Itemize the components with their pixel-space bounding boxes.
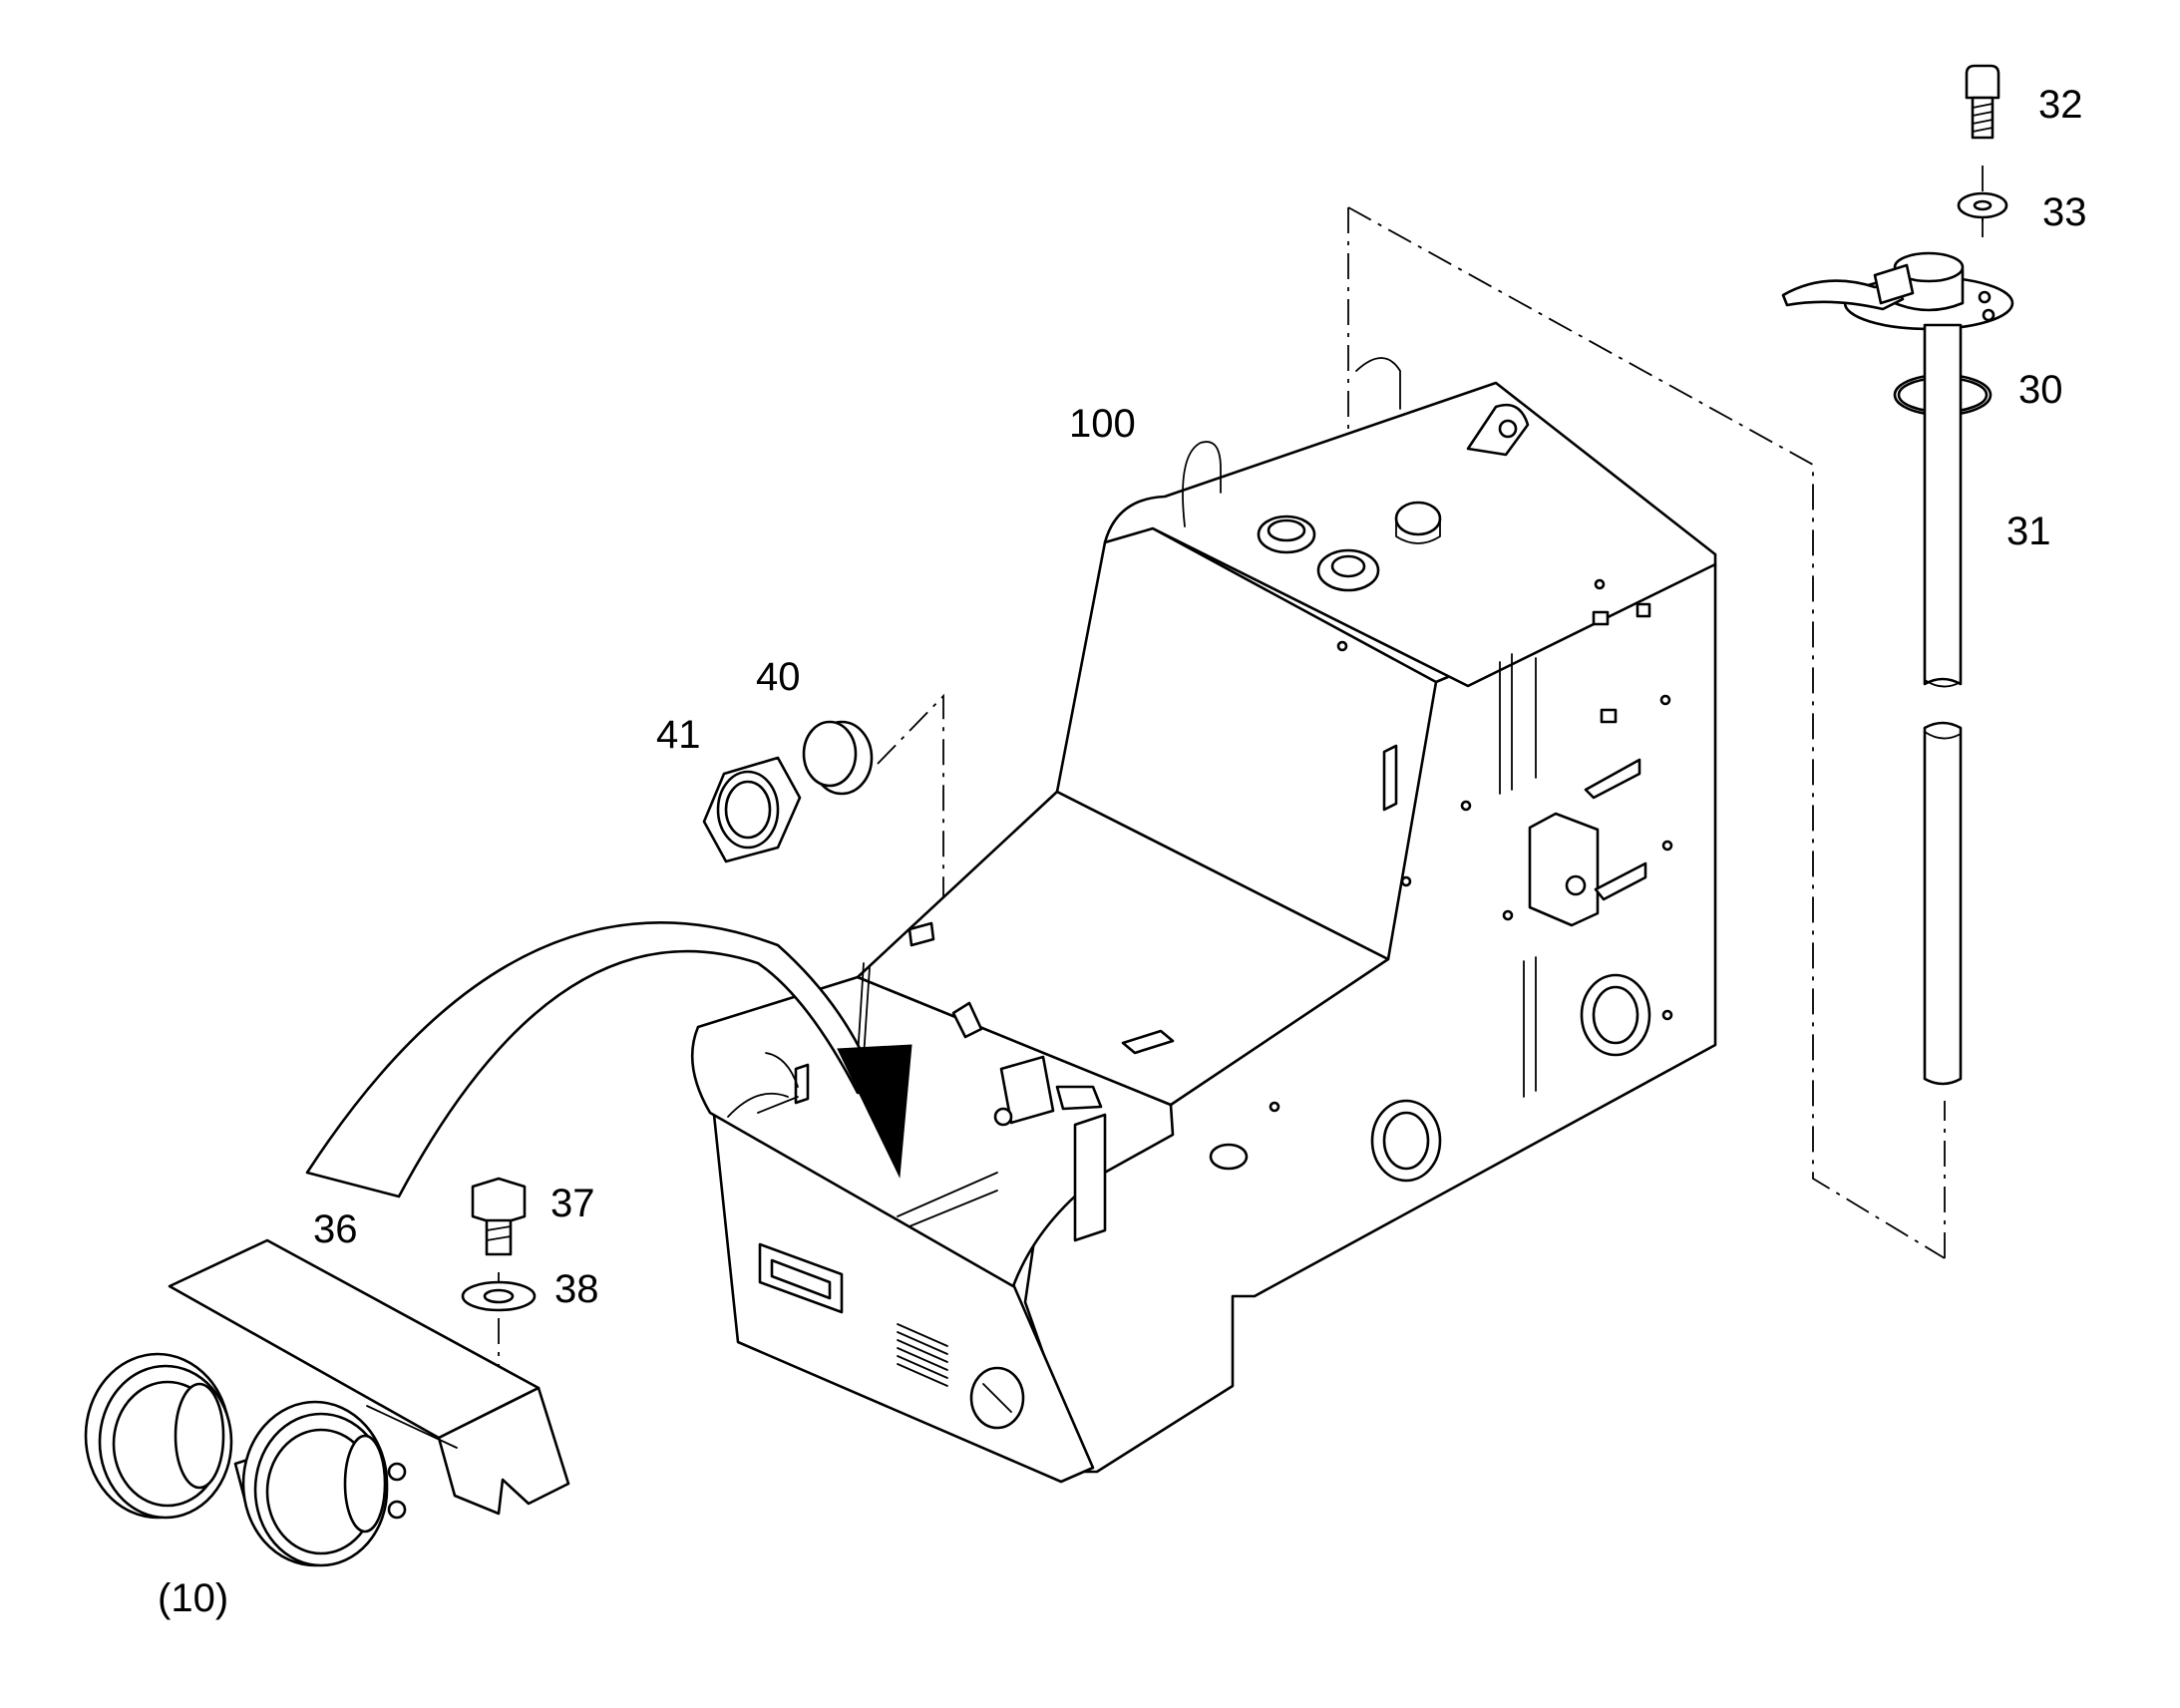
- rod-31-lower: [1923, 721, 1963, 1086]
- bolt-37: [471, 1177, 527, 1256]
- horn-pair-10: [84, 1352, 407, 1567]
- rod-31-upper: [1923, 323, 1963, 686]
- callout-37: 37: [550, 1182, 595, 1225]
- screw-32: [1965, 64, 2000, 100]
- assembly-arrow: [837, 1044, 912, 1179]
- nut-41: [702, 756, 802, 863]
- callout-32: 32: [2038, 83, 2083, 127]
- housing-lifting-eye: [1466, 403, 1530, 457]
- callout-36: 36: [313, 1207, 358, 1251]
- level-sensor-assembly: [1781, 64, 2014, 1086]
- cap-40: [802, 720, 874, 796]
- inner-column: [1073, 1113, 1107, 1242]
- callout-labels: 32 33 30 31 100 40 41 37 36 38 (10): [158, 83, 2087, 1620]
- side-hole: [1209, 1143, 1249, 1171]
- callout-41: 41: [656, 713, 701, 757]
- washer-38: [461, 1280, 537, 1312]
- inner-switch-box: [999, 1055, 1055, 1125]
- callout-10: (10): [158, 1576, 228, 1620]
- housing-part-100: [305, 357, 1717, 1484]
- housing-handle-left: [1182, 441, 1222, 527]
- sensor-cable: [1781, 279, 1905, 311]
- callout-40: 40: [756, 655, 801, 699]
- bracket-36: [168, 1238, 570, 1516]
- front-vent-grille: [897, 1323, 948, 1387]
- callout-33: 33: [2042, 190, 2087, 234]
- side-bracket-block: [1528, 812, 1600, 927]
- callout-30: 30: [2018, 368, 2063, 412]
- callout-100: 100: [1069, 402, 1136, 446]
- housing-handle-right: [1355, 357, 1401, 410]
- lid-port-right: [1394, 501, 1442, 536]
- callout-31: 31: [2006, 510, 2051, 553]
- callout-38: 38: [554, 1267, 599, 1311]
